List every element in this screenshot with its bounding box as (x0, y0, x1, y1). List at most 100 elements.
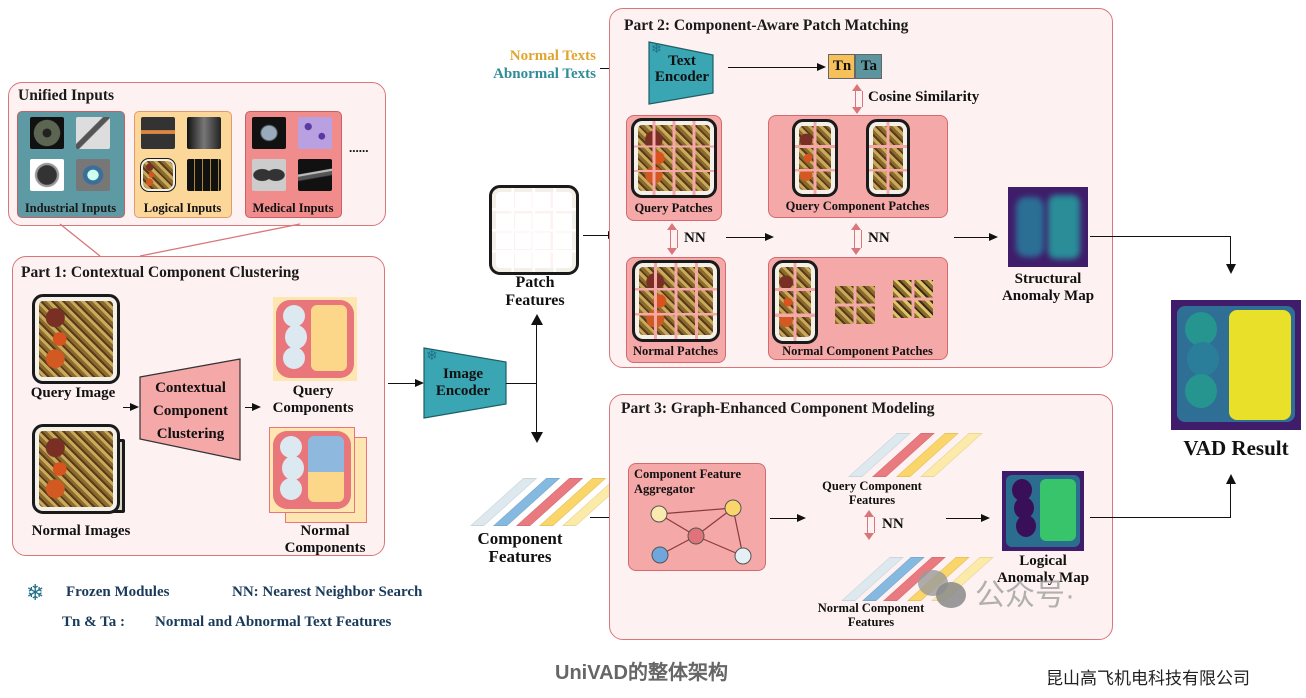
patch-features-line-1: Patch (515, 274, 555, 291)
query-components-mask (273, 297, 357, 381)
logical-anomaly-map (1002, 471, 1084, 551)
normal-components-line-1: Normal (300, 523, 350, 539)
normal-patches-box: Normal Patches (626, 257, 726, 363)
watermark-text: 公众号· (975, 579, 1075, 612)
image-encoder-line-2: Encoder (435, 383, 491, 399)
normal-image (32, 424, 120, 514)
arrow-patches-to-component-patches (726, 232, 774, 241)
graph-node-blue (651, 546, 669, 564)
aggregator-label: Component Feature Aggregator (634, 467, 741, 497)
frozen-legend-icon: ❄ (26, 580, 45, 605)
normal-components-label: Normal Components (275, 523, 375, 557)
logical-inputs-group: Logical Inputs (134, 111, 232, 218)
cosine-similarity-label: Cosine Similarity (868, 89, 980, 105)
query-image (32, 294, 120, 384)
structural-to-result-line (1090, 236, 1230, 237)
image-encoder-line-1: Image (443, 366, 483, 382)
nn-label-patches: NN (684, 230, 706, 246)
medical-thumb-chest-xray (252, 159, 286, 191)
normal-components-line-2: Components (284, 540, 366, 556)
query-features-line-2: Features (848, 493, 896, 507)
wechat-icon (918, 570, 966, 608)
clustering-line-1: Contextual (155, 380, 226, 396)
patch-features-line-2: Features (505, 292, 565, 309)
arrow-down-head (531, 432, 543, 443)
nn-label-component-patches: NN (868, 230, 890, 246)
logical-to-result-up (1230, 478, 1231, 518)
arrow-to-image-encoder (388, 378, 424, 387)
query-image-label: Query Image (30, 385, 116, 401)
graph-node-red (687, 527, 705, 545)
cosine-similarity-arrow (852, 84, 863, 114)
normal-patches-grid (635, 263, 717, 339)
arrow-up-to-patch-features (536, 318, 537, 436)
normal-patches-label: Normal Patches (632, 344, 719, 358)
arrow-to-clustering (123, 402, 139, 411)
medical-inputs-group: Medical Inputs (245, 111, 342, 218)
part3-panel: Part 3: Graph-Enhanced Component Modelin… (609, 394, 1113, 640)
text-encoder-line-2: Encoder (654, 69, 710, 85)
medical-thumb-histology (298, 117, 332, 149)
normal-components-mask (269, 427, 355, 513)
industrial-inputs-label: Industrial Inputs (24, 201, 117, 215)
clustering-module-label: Contextual Component Clustering (138, 377, 243, 446)
logical-inputs-label: Logical Inputs (143, 201, 222, 215)
normal-features-line-2: Features (847, 615, 895, 629)
structural-map-line-1: Structural (1014, 271, 1082, 287)
logical-thumb-breakfast-box (140, 158, 176, 192)
arrow-aggregator-to-features (770, 513, 806, 522)
clustering-module (139, 358, 241, 461)
vad-result-map (1171, 300, 1301, 430)
medical-thumb-oct (298, 159, 332, 191)
ta-label: Ta (860, 58, 878, 74)
logical-map-line-2: Anomaly Map (996, 570, 1090, 586)
query-patches-label: Query Patches (634, 201, 713, 215)
normal-component-features-label: Normal Component Features (808, 601, 934, 629)
abnormal-texts-label: Abnormal Texts (493, 66, 596, 82)
company-name: 昆山高飞机电科技有限公司 (1046, 669, 1250, 688)
logical-to-result-line (1090, 517, 1230, 518)
image-encoder (423, 347, 507, 419)
structural-map-line-2: Anomaly Map (1001, 288, 1095, 304)
normal-component-patches-cereal-b (893, 280, 933, 318)
normal-component-patches-cereal-a (835, 286, 875, 324)
component-features-label: Component Features (465, 530, 575, 566)
structural-anomaly-map (1008, 187, 1088, 267)
logical-anomaly-map-label: Logical Anomaly Map (985, 553, 1101, 587)
part2-title: Part 2: Component-Aware Patch Matching (624, 17, 909, 34)
query-patches-grid (634, 121, 714, 195)
text-features-tn: Tn (828, 54, 855, 79)
query-components-line-2: Components (272, 400, 354, 416)
query-component-features-label: Query Component Features (812, 479, 932, 507)
component-features-bars (460, 478, 630, 526)
tnta-legend-key: Tn & Ta : (62, 614, 125, 630)
query-components-label: Query Components (263, 383, 363, 417)
arrow-to-components (245, 402, 261, 411)
query-component-patches-label: Query Component Patches (785, 199, 930, 213)
nn-legend-label: NN: Nearest Neighbor Search (232, 584, 423, 600)
graph-node-yellow (724, 499, 742, 517)
aggregator-graph (650, 499, 752, 565)
nn-arrow-features (864, 510, 875, 540)
zoom-connector-lines (59, 223, 301, 257)
tn-label: Tn (832, 58, 852, 74)
normal-images-label: Normal Images (31, 523, 131, 539)
query-patches-box: Query Patches (626, 115, 722, 221)
query-component-features-bars (822, 433, 983, 477)
nn-arrow-patches (667, 223, 678, 255)
more-inputs-ellipsis: ...... (349, 140, 369, 155)
logical-thumb-cable (141, 117, 175, 149)
query-features-line-1: Query Component (822, 479, 922, 493)
figure-caption: UniVAD的整体架构 (555, 662, 728, 684)
part1-panel: Part 1: Contextual Component Clustering … (12, 256, 385, 556)
frozen-legend-label: Frozen Modules (66, 584, 170, 600)
arrow-to-logical-map (946, 513, 990, 522)
industrial-inputs-group: Industrial Inputs (17, 111, 125, 218)
industrial-thumb-bottle (30, 159, 64, 191)
structural-to-result-down (1230, 236, 1231, 266)
query-component-patches-box: Query Component Patches (768, 115, 948, 218)
clustering-line-2: Component (152, 403, 228, 419)
aggregator-line-2: Aggregator (634, 482, 695, 496)
medical-thumb-brain (252, 117, 286, 149)
normal-texts-label: Normal Texts (509, 48, 596, 64)
